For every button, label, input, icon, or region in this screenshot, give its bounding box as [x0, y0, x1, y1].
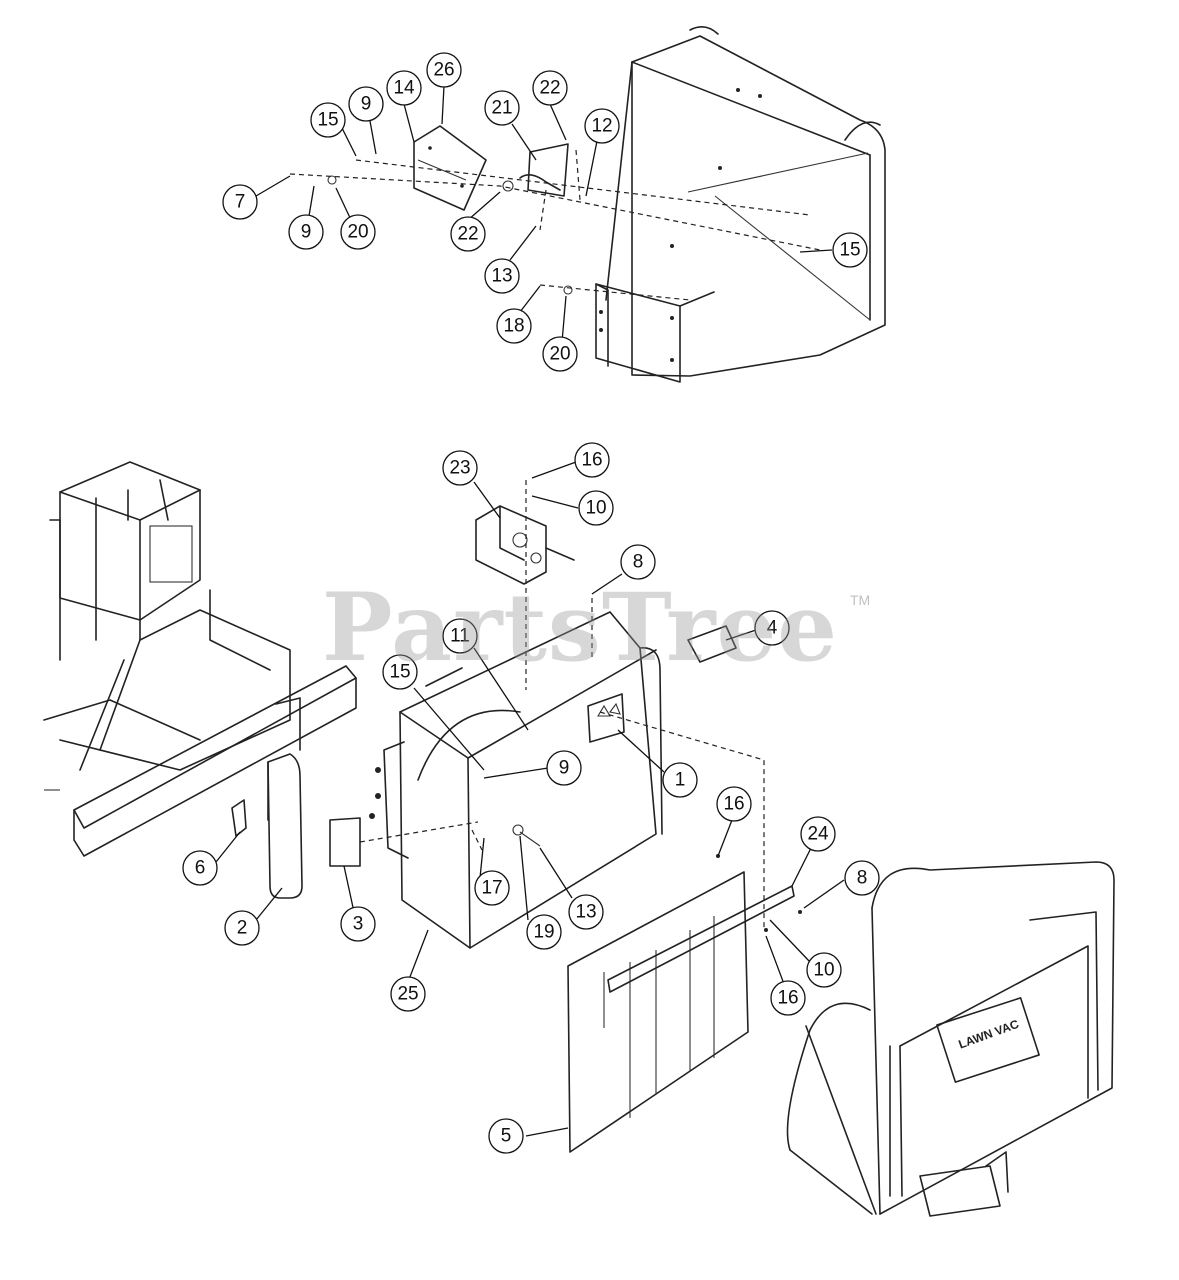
svg-text:7: 7: [235, 192, 246, 213]
svg-text:8: 8: [857, 868, 868, 889]
svg-text:8: 8: [633, 552, 644, 573]
callout-13b: 13: [568, 894, 604, 930]
svg-text:22: 22: [457, 224, 478, 245]
svg-text:25: 25: [397, 984, 418, 1005]
svg-text:14: 14: [393, 78, 415, 99]
watermark-trademark: TM: [850, 592, 871, 608]
callout-26: 26: [426, 52, 462, 88]
svg-text:18: 18: [503, 316, 524, 337]
svg-text:9: 9: [361, 94, 372, 115]
callout-3: 3: [340, 906, 376, 942]
svg-text:15: 15: [839, 240, 860, 261]
callout-16: 16: [574, 442, 610, 478]
callout-20: 20: [340, 214, 376, 250]
svg-text:16: 16: [723, 794, 744, 815]
callout-13: 13: [484, 258, 520, 294]
svg-text:10: 10: [813, 960, 834, 981]
callout-20b: 20: [542, 336, 578, 372]
svg-text:5: 5: [501, 1126, 512, 1147]
flap-and-hopper-right: LAWN VAC: [567, 854, 1115, 1217]
svg-text:12: 12: [591, 116, 612, 137]
svg-text:2: 2: [237, 918, 248, 939]
callout-10: 10: [578, 490, 614, 526]
svg-text:20: 20: [347, 222, 368, 243]
callout-6: 6: [182, 850, 218, 886]
callouts-top: 26 14 9 15 21 22 12 7 9 20 22 15 13 18 2…: [222, 52, 868, 372]
svg-text:16: 16: [581, 450, 602, 471]
svg-text:17: 17: [481, 878, 502, 899]
svg-text:11: 11: [450, 626, 470, 647]
callout-8: 8: [620, 544, 656, 580]
svg-text:23: 23: [449, 458, 470, 479]
callout-16b: 16: [716, 786, 752, 822]
svg-text:3: 3: [353, 914, 364, 935]
svg-text:20: 20: [549, 344, 570, 365]
callouts-bottom: 23 16 10 8 4 11 15 9 1 16 24 8 6 2 3 17 …: [182, 442, 880, 1154]
svg-text:16: 16: [777, 988, 798, 1009]
svg-text:21: 21: [491, 98, 512, 119]
callout-15b: 15: [832, 232, 868, 268]
callout-10b: 10: [806, 952, 842, 988]
hopper-box-middle: [329, 480, 765, 949]
svg-text:19: 19: [533, 922, 554, 943]
callout-7: 7: [222, 184, 258, 220]
svg-text:6: 6: [195, 858, 206, 879]
svg-text:15: 15: [389, 662, 410, 683]
callout-9c: 9: [546, 750, 582, 786]
callout-2: 2: [224, 910, 260, 946]
callout-14: 14: [386, 70, 422, 106]
decal-brand-text: LAWN VAC: [957, 1017, 1021, 1052]
svg-text:10: 10: [585, 498, 606, 519]
callout-22b: 22: [450, 216, 486, 252]
callout-11: 11: [442, 618, 478, 654]
callout-23: 23: [442, 450, 478, 486]
svg-text:15: 15: [317, 110, 338, 131]
svg-text:13: 13: [575, 902, 596, 923]
svg-text:26: 26: [433, 60, 454, 81]
callout-15: 15: [310, 102, 346, 138]
svg-text:24: 24: [807, 824, 829, 845]
callout-12: 12: [584, 108, 620, 144]
svg-text:22: 22: [539, 78, 560, 99]
callout-15c: 15: [382, 654, 418, 690]
callout-5: 5: [488, 1118, 524, 1154]
callout-16c: 16: [770, 980, 806, 1016]
callout-19: 19: [526, 914, 562, 950]
lift-handle-part: [231, 753, 303, 899]
callout-25: 25: [390, 976, 426, 1012]
callout-8b: 8: [844, 860, 880, 896]
svg-text:1: 1: [675, 770, 686, 791]
callout-9: 9: [348, 86, 384, 122]
svg-text:4: 4: [767, 618, 778, 639]
svg-text:9: 9: [559, 758, 570, 779]
svg-text:13: 13: [491, 266, 512, 287]
callout-1: 1: [662, 762, 698, 798]
frame-assembly-left: [43, 461, 357, 857]
svg-text:9: 9: [301, 222, 312, 243]
hopper-assembly-top: [289, 26, 886, 383]
callout-4: 4: [754, 610, 790, 646]
callout-24: 24: [800, 816, 836, 852]
callout-22: 22: [532, 70, 568, 106]
callout-18: 18: [496, 308, 532, 344]
callout-17: 17: [474, 870, 510, 906]
callout-9b: 9: [288, 214, 324, 250]
callout-21: 21: [484, 90, 520, 126]
